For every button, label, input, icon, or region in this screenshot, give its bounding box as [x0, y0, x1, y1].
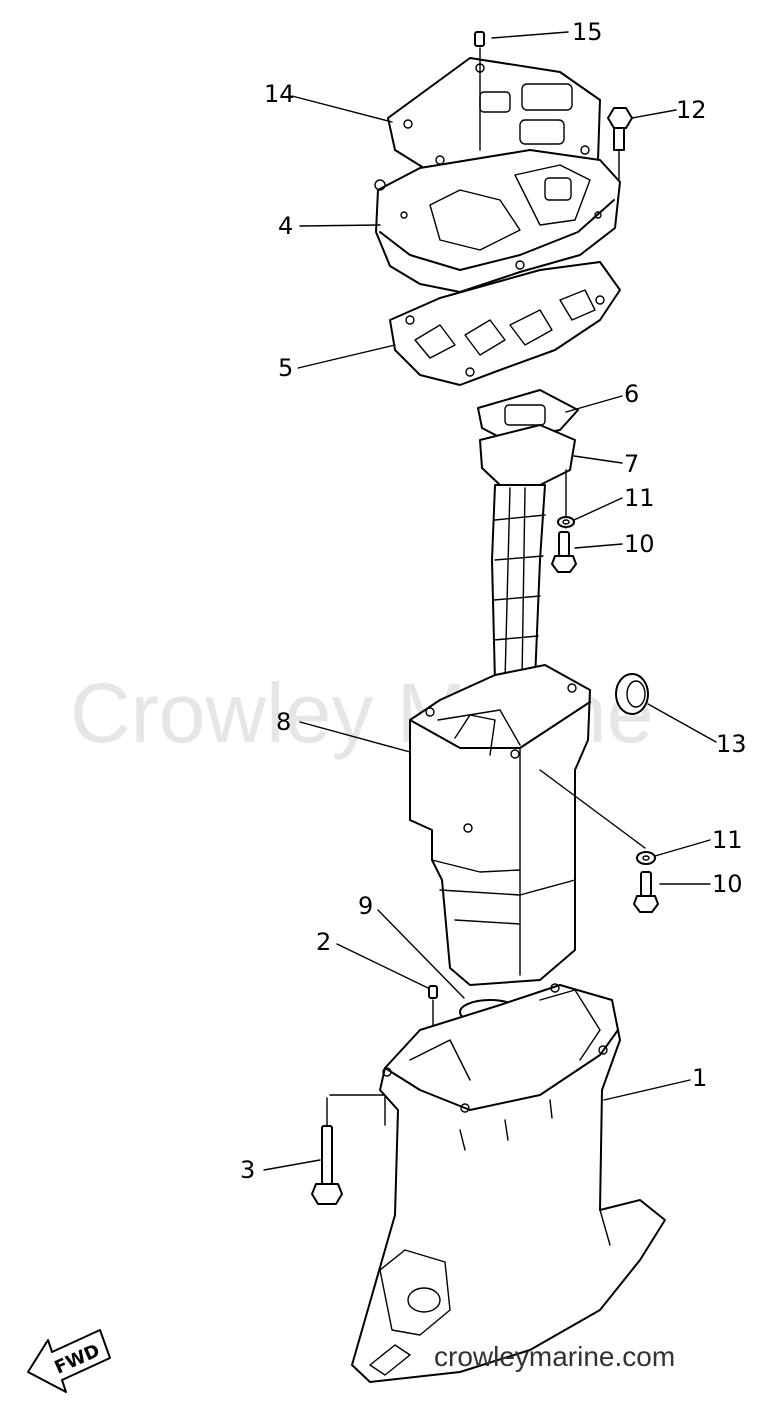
part-15-dowel-pin: [474, 31, 485, 151]
callout-9: 9: [358, 892, 373, 920]
callout-3: 3: [240, 1156, 255, 1184]
callout-12: 12: [676, 96, 707, 124]
part-12-bolt: [607, 107, 633, 183]
callout-15: 15: [572, 18, 603, 46]
part-5-gasket: [389, 261, 621, 386]
part-8-upper-casing: [409, 664, 646, 986]
part-10-bolt-upper: [551, 531, 577, 573]
part-3-bolt: [311, 1097, 343, 1205]
part-10-bolt-lower: [633, 871, 659, 913]
callout-2: 2: [316, 928, 331, 956]
callout-13: 13: [716, 730, 747, 758]
fwd-arrow-icon: FWD: [27, 1329, 111, 1393]
callout-10-lower: 10: [712, 870, 743, 898]
callout-10-upper: 10: [624, 530, 655, 558]
callout-8: 8: [276, 708, 291, 736]
callout-7: 7: [624, 450, 639, 478]
part-11-washer-upper: [557, 516, 575, 528]
part-13-seal: [615, 673, 649, 715]
callout-5: 5: [278, 354, 293, 382]
part-1-lower-casing: [329, 983, 666, 1383]
leader-lines: [263, 31, 717, 1171]
footer-url: crowleymarine.com: [434, 1341, 675, 1372]
part-7-exhaust-pipe: [479, 424, 576, 683]
part-11-washer-lower: [636, 851, 656, 865]
part-6-gasket: [477, 389, 579, 441]
callout-1: 1: [692, 1064, 707, 1092]
callout-11-upper: 11: [624, 484, 655, 512]
callout-11-lower: 11: [712, 826, 743, 854]
callout-14: 14: [264, 80, 295, 108]
callout-4: 4: [278, 212, 293, 240]
part-4-exhaust-guide: [374, 149, 621, 293]
callout-6: 6: [624, 380, 639, 408]
